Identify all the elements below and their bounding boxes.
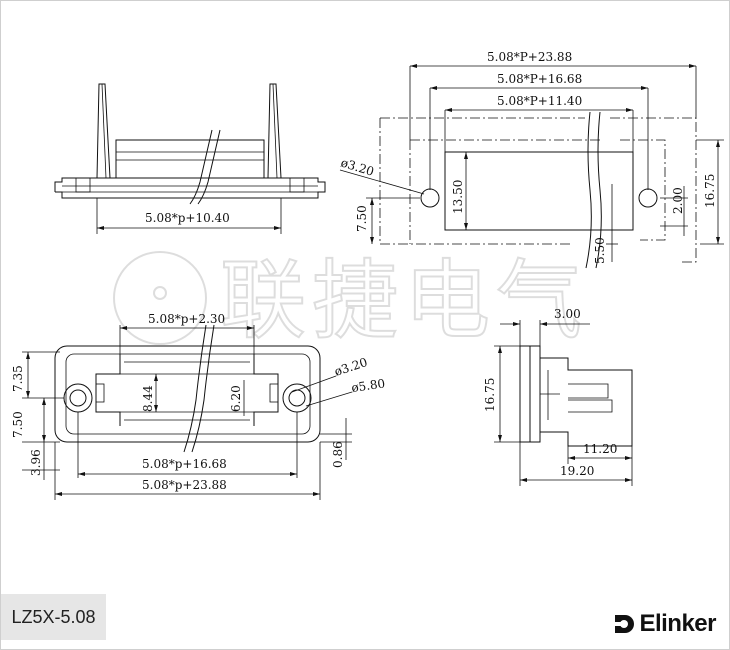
dim-top-overall: 5.08*P+23.88: [487, 50, 572, 64]
dim-front-hole-dia: ø3.20: [333, 355, 370, 379]
dim-front-inner-width: 5.08*p+2.30: [148, 312, 225, 326]
dim-section-height: 16.75: [483, 378, 497, 412]
front-view: 5.08*p+2.30 8.44 6.20 ø3.20 ø5.80 7.35 7…: [11, 312, 386, 500]
dim-section-top: 3.00: [554, 307, 581, 321]
dim-front-left-bottom: 3.96: [29, 449, 43, 476]
dim-section-inner-len: 11.20: [583, 442, 617, 456]
elinker-logo-icon: [615, 615, 635, 633]
watermark-text: 联捷电气: [220, 251, 588, 348]
brand-logo: Elinker: [613, 610, 716, 638]
dim-front-left-top: 7.35: [11, 365, 25, 392]
model-label: LZ5X-5.08: [1, 594, 106, 640]
watermark: 联捷电气: [113, 250, 588, 348]
dim-top-window: 5.08*P+11.40: [497, 94, 582, 108]
dim-front-right-small: 0.86: [331, 441, 345, 468]
dim-top-hole-offset: 7.50: [355, 205, 369, 232]
dim-front-hole-pitch: 5.08*p+16.68: [142, 457, 227, 471]
dim-top-right-height: 16.75: [703, 174, 717, 208]
section-view: 3.00 16.75 11.20 19.20: [483, 307, 633, 486]
panel-cutout-view: 5.08*P+23.88 5.08*P+16.68 5.08*P+11.40 ø…: [339, 50, 724, 269]
dim-window-height: 13.50: [451, 180, 465, 214]
dim-front-left-mid: 7.50: [11, 411, 25, 438]
dim-front-inner-h1: 8.44: [141, 385, 155, 412]
side-view: 5.08*p+10.40: [54, 83, 326, 234]
dim-front-boss-dia: ø5.80: [350, 376, 386, 395]
dim-front-overall: 5.08*p+23.88: [142, 478, 227, 492]
dim-side-width: 5.08*p+10.40: [145, 211, 230, 225]
dim-top-pitch: 5.08*P+16.68: [497, 72, 582, 86]
dim-front-inner-h2: 6.20: [229, 385, 243, 412]
dim-top-bottom-small: 5.50: [593, 237, 607, 264]
dim-section-total-len: 19.20: [560, 464, 594, 478]
brand-name: Elinker: [639, 610, 716, 637]
dim-top-right-small: 2.00: [671, 187, 685, 214]
